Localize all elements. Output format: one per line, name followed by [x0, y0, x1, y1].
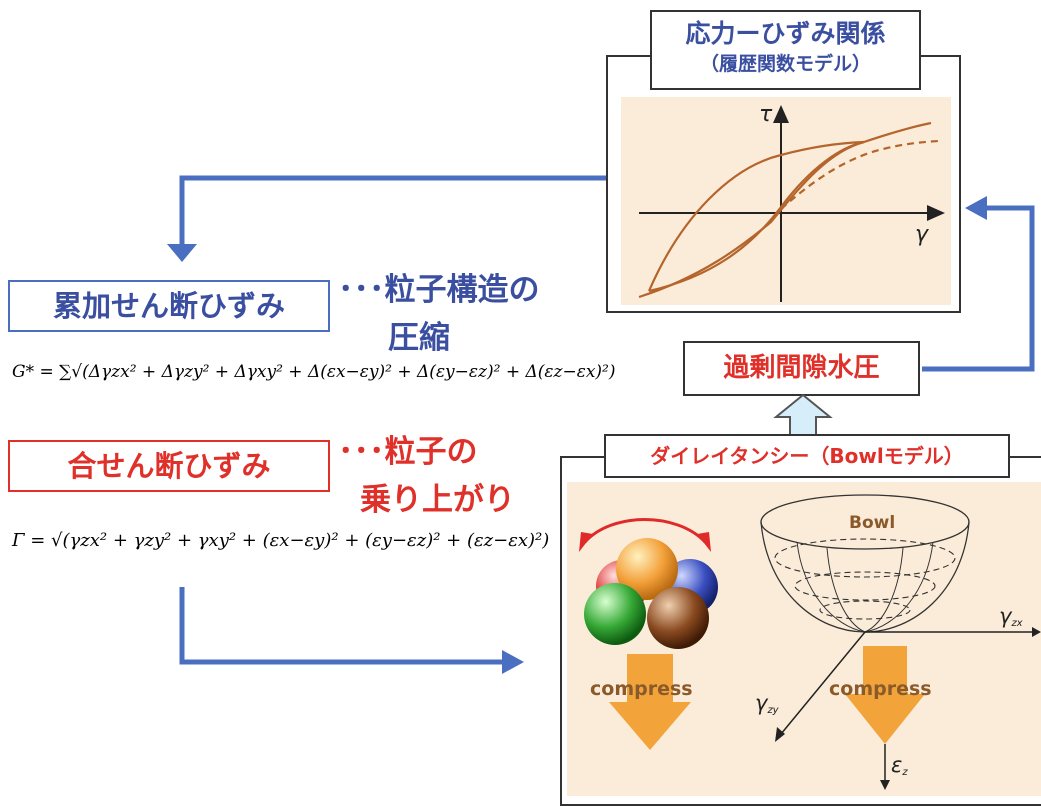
stress-strain-title-box: 応力ーひずみ関係 （履歴関数モデル） [650, 10, 921, 90]
rotation-arrow-left-head [579, 532, 593, 552]
cumulative-shear-label: 累加せん断ひずみ [52, 289, 285, 323]
resultant-shear-note-2: 乗り上がり [360, 482, 515, 518]
arrow-head-left [965, 196, 987, 220]
bowl-contour-1 [774, 538, 956, 578]
hysteresis-upper-branch [647, 140, 865, 292]
resultant-shear-note-1: ･･･粒子の [338, 434, 478, 470]
cumulative-shear-note-1: ･･･粒子構造の [338, 272, 540, 308]
resultant-shear-label: 合せん断ひずみ [67, 449, 271, 483]
dilatancy-title: ダイレイタンシー（Bowlモデル） [650, 444, 964, 468]
hysteresis-chart: τ γ [638, 102, 945, 302]
resultant-shear-box: 合せん断ひずみ [8, 440, 330, 492]
tau-label: τ [759, 102, 773, 127]
excess-pore-pressure-label: 過剰間隙水圧 [723, 353, 880, 383]
up-arrow [773, 393, 833, 438]
particle-orange [616, 538, 678, 600]
stress-strain-subtitle: （履歴関数モデル） [699, 53, 871, 75]
cumulative-shear-note-2: 圧縮 [388, 320, 450, 356]
arrow-head-down [167, 244, 197, 262]
rotation-arrow [583, 518, 707, 544]
dashed-skeleton-curve [780, 139, 940, 210]
bowl-contour-3 [819, 600, 911, 620]
bowl-contour-2 [794, 571, 936, 601]
particle-green [584, 583, 646, 645]
arrow-head-right [502, 650, 524, 674]
stress-strain-title: 応力ーひずみ関係 [685, 19, 886, 48]
rotation-arrow-right-head [697, 532, 711, 552]
gamma-label: γ [915, 222, 929, 247]
bowl-meridian-1 [796, 541, 866, 633]
arrow-resultant-to-dilatancy [179, 587, 505, 665]
bowl-meridian-3 [826, 547, 866, 633]
gamma-zy-axis [780, 631, 866, 735]
x-axis-arrowhead [927, 205, 945, 221]
arrow-stress-to-cumulative [179, 175, 606, 248]
cumulative-shear-formula: G* = ∑√(Δγzx² + Δγzy² + Δγxy² + Δ(εx−εy)… [12, 362, 616, 382]
bowl-meridian-4 [864, 547, 904, 633]
axis-label-gamma-zx: γzx [999, 604, 1023, 629]
bowl-label: Bowl [849, 513, 895, 533]
axis-label-eps-z: εz [891, 753, 908, 778]
compress-label-left: compress [590, 678, 693, 700]
compress-arrow-right [845, 646, 925, 744]
bowl-meridian-2 [864, 541, 934, 633]
particle-brown [647, 587, 709, 649]
dilatancy-illustration: compress Bowl compress γzx γzy εz [579, 494, 1041, 790]
arrow-pressure-to-stress [922, 205, 1035, 372]
resultant-shear-formula: Γ = √(γzx² + γzy² + γxy² + (εx−εy)² + (ε… [12, 530, 550, 551]
cumulative-shear-box: 累加せん断ひずみ [8, 280, 330, 332]
excess-pore-pressure-box: 過剰間隙水圧 [683, 341, 920, 396]
dilatancy-title-box: ダイレイタンシー（Bowlモデル） [604, 434, 1010, 478]
compress-arrow-left [609, 654, 691, 750]
compress-label-right: compress [829, 678, 932, 700]
axis-label-gamma-zy: γzy [755, 691, 780, 716]
y-axis-arrowhead [773, 105, 789, 123]
backbone-curve [638, 121, 932, 299]
